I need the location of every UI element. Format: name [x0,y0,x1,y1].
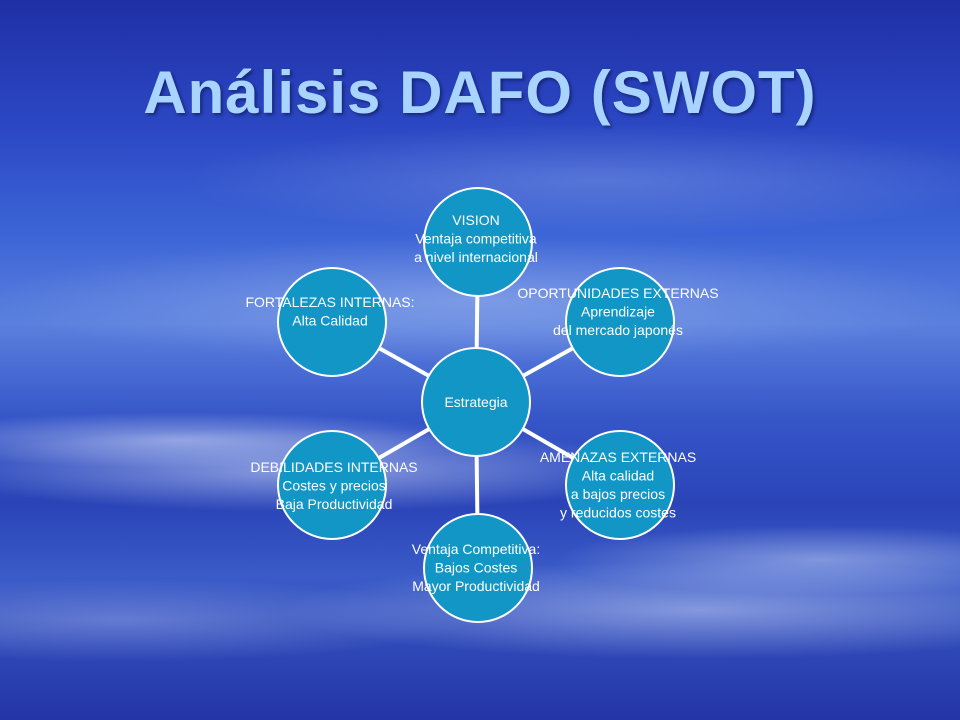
node-amenazas-label-line: y reducidos costes [560,505,676,521]
node-vision-label-line: VISION [452,212,499,228]
node-debilidades-label-line: Costes y precios [282,478,385,494]
node-vision-label-line: Ventaja competitiva [415,231,537,247]
node-vision-label-line: a nivel internacional [414,249,538,265]
node-oportunidades-label: OPORTUNIDADES EXTERNAS Aprendizaje del mer… [517,285,718,338]
slide-title: Análisis DAFO (SWOT) [143,59,817,126]
node-oportunidades-label-line: Aprendizaje [581,304,655,320]
node-ventaja-label-line: Bajos Costes [435,560,517,576]
node-amenazas-label-line: AMENAZAS EXTERNAS [540,449,696,465]
node-vision-label: VISION Ventaja competitiva a nivel interna… [414,212,538,265]
node-oportunidades: OPORTUNIDADES EXTERNAS Aprendizaje del mer… [517,267,719,377]
node-amenazas-label-line: Alta calidad [582,468,654,484]
node-amenazas-label-line: a bajos precios [571,486,665,502]
node-amenazas-label: AMENAZAS EXTERNAS Alta calidad a bajos pre… [540,449,696,521]
node-debilidades-label-line: Baja Productividad [276,496,393,512]
center-node-label: Estrategia [444,394,507,410]
node-amenazas: AMENAZAS EXTERNAS Alta calidad a bajos pre… [540,430,696,540]
node-vision: VISION Ventaja competitiva a nivel interna… [414,187,538,297]
node-fortalezas-label-line: Alta Calidad [292,313,368,329]
node-ventaja-label-line: Ventaja Competitiva: [412,541,540,557]
node-vision-circle [423,187,533,297]
node-fortalezas: FORTALEZAS INTERNAS: Alta Calidad [245,267,415,377]
node-oportunidades-circle [565,267,675,377]
node-fortalezas-label-line: FORTALEZAS INTERNAS: [245,294,414,310]
center-node: Estrategia [421,347,531,457]
node-oportunidades-label-line: del mercado japonés [553,322,683,338]
node-debilidades-circle [277,430,387,540]
node-ventaja-label-line: Mayor Productividad [412,578,540,594]
node-fortalezas-label: FORTALEZAS INTERNAS: Alta Calidad [245,294,414,329]
node-fortalezas-circle [277,267,387,377]
center-node-circle [421,347,531,457]
node-amenazas-circle [565,430,675,540]
node-debilidades-label-line: DEBILIDADES INTERNAS [250,459,417,475]
node-oportunidades-label-line: OPORTUNIDADES EXTERNAS [517,285,718,301]
node-ventaja-circle [423,513,533,623]
